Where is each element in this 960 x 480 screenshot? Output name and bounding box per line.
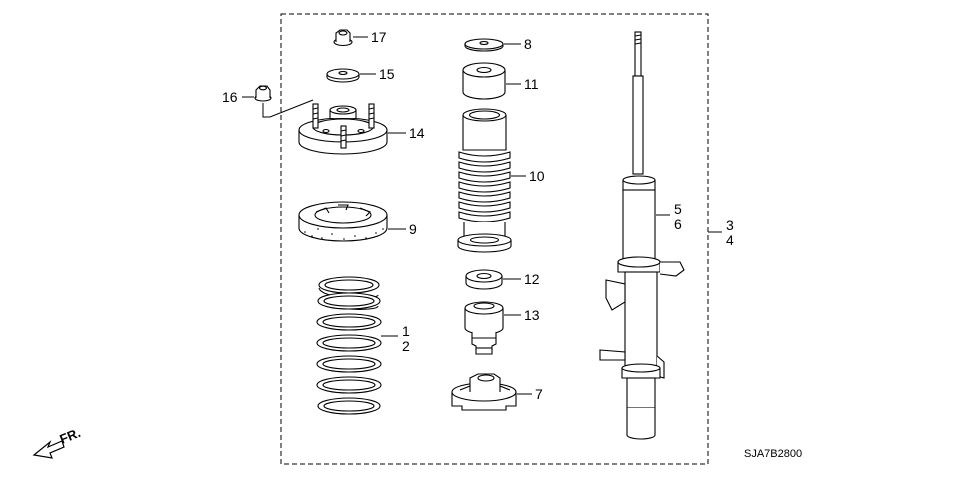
front-label: FR.	[58, 425, 83, 447]
callout-5[interactable]: 5	[674, 201, 682, 217]
part-10-dust-cover[interactable]	[457, 108, 512, 253]
callout-13[interactable]: 13	[524, 307, 540, 323]
callout-2[interactable]: 2	[402, 338, 410, 354]
front-arrow-icon	[32, 440, 65, 459]
callout-6[interactable]: 6	[674, 216, 682, 232]
front-direction-indicator: FR.	[32, 425, 83, 459]
leader-16-bracket	[262, 99, 314, 118]
part-17-flange-nut[interactable]	[333, 29, 353, 47]
assembly-boundary	[280, 13, 709, 465]
part-15-washer[interactable]	[326, 68, 360, 83]
part-11-bushing[interactable]	[462, 62, 506, 100]
part-12-stopper[interactable]	[465, 269, 503, 290]
part-8-washer[interactable]	[464, 38, 504, 52]
callout-16[interactable]: 16	[222, 89, 238, 105]
callout-9[interactable]: 9	[409, 221, 417, 237]
diagram-code: SJA7B2800	[744, 448, 802, 460]
callout-11[interactable]: 11	[524, 76, 539, 92]
callout-17[interactable]: 17	[371, 29, 387, 45]
callout-14[interactable]: 14	[409, 125, 425, 141]
callout-4[interactable]: 4	[726, 232, 734, 248]
part-16-nut[interactable]	[254, 85, 272, 102]
callout-8[interactable]: 8	[524, 36, 532, 52]
part-9-spring-seat-rubber[interactable]	[298, 201, 388, 242]
callout-3[interactable]: 3	[726, 217, 734, 233]
part-1-2-coil-spring[interactable]	[316, 276, 382, 415]
part-14-shock-mount[interactable]	[298, 103, 388, 155]
callout-1[interactable]: 1	[402, 323, 410, 339]
callout-7[interactable]: 7	[535, 386, 543, 402]
part-5-6-shock-absorber[interactable]	[599, 31, 685, 440]
part-7-lower-spring-seat[interactable]	[451, 373, 517, 411]
part-13-bump-stop[interactable]	[464, 301, 504, 355]
callout-10[interactable]: 10	[529, 168, 545, 184]
callout-15[interactable]: 15	[379, 66, 395, 82]
callout-12[interactable]: 12	[524, 271, 540, 287]
